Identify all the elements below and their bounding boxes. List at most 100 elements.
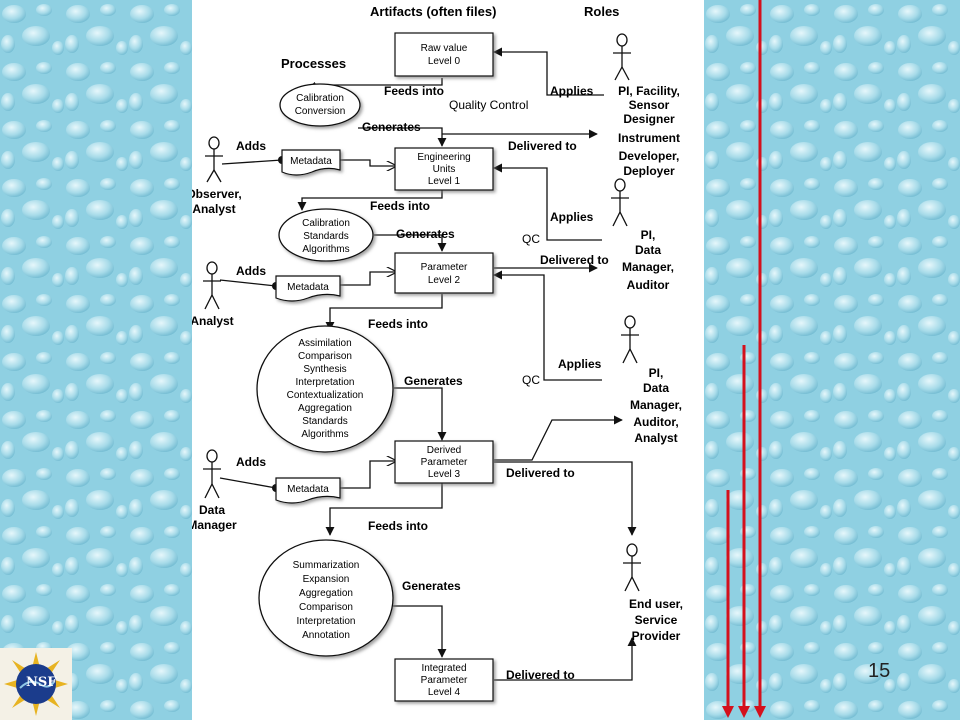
actor-figure-pi-analyst bbox=[621, 315, 639, 364]
label-delivered-to-2: Delivered to bbox=[540, 253, 609, 267]
role-pi-facility-line3: Designer bbox=[623, 112, 675, 126]
artifact-boxes bbox=[394, 32, 494, 702]
label-adds-2: Adds bbox=[236, 264, 266, 278]
actor-figure-pi-data-manager bbox=[611, 178, 629, 227]
label-quality-control: Quality Control bbox=[449, 98, 528, 112]
process-4-line3: Aggregation bbox=[299, 588, 353, 599]
actor-figure-data-manager bbox=[203, 449, 221, 499]
nsf-logo: NSF bbox=[0, 648, 72, 720]
process-4-line5: Interpretation bbox=[297, 616, 356, 627]
artifact-box-level0 bbox=[394, 32, 494, 77]
label-adds-1: Adds bbox=[236, 139, 266, 153]
artifact-level2-line1: Parameter bbox=[421, 262, 468, 273]
process-3-line5: Contextualization bbox=[287, 390, 364, 401]
label-delivered-to-4: Delivered to bbox=[506, 668, 575, 682]
artifact-box-level1 bbox=[394, 147, 494, 191]
role-end-user-line3: Provider bbox=[632, 629, 681, 643]
artifact-box-level3 bbox=[394, 440, 494, 484]
label-qc-2: QC bbox=[522, 373, 540, 387]
process-ellipse-calibration-conversion bbox=[279, 83, 361, 127]
artifact-level2-line2: Level 2 bbox=[428, 275, 461, 286]
process-3-line8: Algorithms bbox=[301, 429, 348, 440]
role-data-manager-line2: Manager bbox=[192, 518, 237, 532]
metadata-labels: Metadata Metadata Metadata bbox=[287, 156, 332, 495]
process-ellipse-assimilation bbox=[256, 325, 394, 453]
label-feeds-into-2: Feeds into bbox=[370, 199, 430, 213]
process-1-line2: Conversion bbox=[295, 106, 346, 117]
process-4-line1: Summarization bbox=[293, 560, 360, 571]
artifact-level4-line2: Parameter bbox=[421, 675, 468, 686]
artifact-level3-line2: Parameter bbox=[421, 457, 468, 468]
role-pi-analyst-line5: Analyst bbox=[634, 431, 677, 445]
left-role-labels: Observer, Analyst Analyst Data Manager bbox=[192, 187, 242, 532]
label-feeds-into-3: Feeds into bbox=[368, 317, 428, 331]
actor-figures bbox=[203, 33, 641, 592]
role-pi-facility-line4: Instrument bbox=[618, 131, 680, 145]
artifact-box-level4 bbox=[394, 658, 494, 702]
artifact-level3-line1: Derived bbox=[427, 445, 461, 456]
role-end-user-line1: End user, bbox=[629, 597, 683, 611]
process-3-line4: Interpretation bbox=[296, 377, 355, 388]
metadata-doc-2 bbox=[275, 275, 341, 302]
metadata-label-2: Metadata bbox=[287, 282, 329, 293]
artifact-level1-line2: Units bbox=[433, 164, 456, 175]
role-pi-dm-line2: Data bbox=[635, 243, 661, 257]
label-applies-2: Applies bbox=[550, 210, 594, 224]
role-pi-dm-line1: PI, bbox=[641, 228, 656, 242]
artifact-box-level2 bbox=[394, 252, 494, 294]
process-ellipse-calibration-standards bbox=[278, 208, 374, 262]
label-delivered-to-1: Delivered to bbox=[508, 139, 577, 153]
process-1-line1: Calibration bbox=[296, 93, 344, 104]
role-end-user-line2: Service bbox=[635, 613, 678, 627]
actor-figure-end-user bbox=[623, 543, 641, 592]
artifact-level3-line3: Level 3 bbox=[428, 469, 461, 480]
roles-header: Roles bbox=[584, 4, 619, 19]
role-observer-line1: Observer, bbox=[192, 187, 242, 201]
nsf-logo-text: NSF bbox=[26, 675, 57, 690]
process-ellipse-summarization bbox=[258, 539, 394, 657]
label-delivered-to-3: Delivered to bbox=[506, 466, 575, 480]
label-generates-4: Generates bbox=[402, 579, 461, 593]
metadata-label-3: Metadata bbox=[287, 484, 329, 495]
role-pi-analyst-line2: Data bbox=[643, 381, 669, 395]
process-2-line3: Algorithms bbox=[302, 244, 349, 255]
process-labels: Calibration Conversion Calibration Stand… bbox=[287, 93, 364, 641]
processes-header: Processes bbox=[281, 56, 346, 71]
role-pi-facility-line1: PI, Facility, bbox=[618, 84, 680, 98]
role-analyst: Analyst bbox=[192, 314, 234, 328]
artifact-level0-line1: Raw value bbox=[421, 43, 468, 54]
label-generates-2: Generates bbox=[396, 227, 455, 241]
role-pi-facility-line5: Developer, bbox=[619, 149, 680, 163]
process-4-line6: Annotation bbox=[302, 630, 350, 641]
data-flow-diagram: Artifacts (often files) Roles Processes bbox=[192, 4, 683, 702]
right-role-labels: PI, Facility, Sensor Designer Instrument… bbox=[618, 84, 683, 643]
artifact-level0-line2: Level 0 bbox=[428, 56, 461, 67]
label-generates-1: Generates bbox=[362, 120, 421, 134]
actor-figure-observer bbox=[205, 136, 223, 183]
label-feeds-into-4: Feeds into bbox=[368, 519, 428, 533]
metadata-doc-1 bbox=[281, 149, 341, 176]
role-pi-analyst-line1: PI, bbox=[649, 366, 664, 380]
actor-figure-pi-facility bbox=[613, 33, 631, 81]
nsf-seal-icon bbox=[4, 652, 68, 716]
label-applies-1: Applies bbox=[550, 84, 594, 98]
artifact-level4-line1: Integrated bbox=[421, 663, 466, 674]
role-observer-line2: Analyst bbox=[192, 202, 235, 216]
artifacts-header: Artifacts (often files) bbox=[370, 4, 496, 19]
label-generates-3: Generates bbox=[404, 374, 463, 388]
process-3-line7: Standards bbox=[302, 416, 348, 427]
page-number: 15 bbox=[868, 660, 891, 682]
role-pi-facility-line6: Deployer bbox=[623, 164, 675, 178]
process-3-line6: Aggregation bbox=[298, 403, 352, 414]
process-4-line2: Expansion bbox=[303, 574, 350, 585]
process-3-line2: Comparison bbox=[298, 351, 352, 362]
process-ellipses bbox=[256, 83, 394, 657]
connectors bbox=[219, 47, 637, 681]
role-pi-facility-line2: Sensor bbox=[629, 98, 670, 112]
label-feeds-into-1: Feeds into bbox=[384, 84, 444, 98]
artifact-labels: Raw value Level 0 Engineering Units Leve… bbox=[417, 43, 470, 698]
process-2-line2: Standards bbox=[303, 231, 349, 242]
artifact-level1-line1: Engineering bbox=[417, 152, 470, 163]
process-3-line3: Synthesis bbox=[303, 364, 346, 375]
